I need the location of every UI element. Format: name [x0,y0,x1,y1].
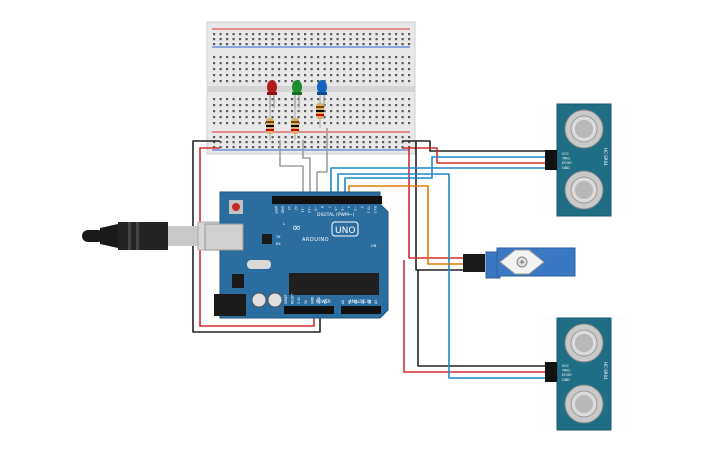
pin-label: A4 [367,300,371,304]
resistor-1[interactable] [266,108,274,140]
pin-label: A1 [348,300,352,304]
sensor-1-model: HC-SR04 [603,148,608,166]
wire-black-sensor2[interactable] [417,270,549,367]
l-label: L [283,222,285,226]
wire-black-down[interactable] [415,141,463,271]
pin-label: 7 [327,206,331,208]
wire-blue-1[interactable] [330,167,549,200]
wire-orange[interactable] [348,185,463,265]
breadboard[interactable] [206,21,416,155]
wire-red-down[interactable] [408,148,463,259]
power-jack [214,294,246,316]
arduino-brand: ARDUINO [302,237,329,243]
arduino-uno[interactable]: ∞ ARDUINO UNO DIGITAL (PWM~) POWER ANALO… [204,191,389,319]
analog-header[interactable] [341,306,381,314]
on-label: ON [371,244,377,248]
pin-label: GND [310,296,314,304]
wire-black-gnd[interactable] [192,140,321,333]
tx-label: TX [275,235,281,239]
arduino-logo: ∞ [292,221,301,234]
pin-label: 13 [287,206,291,210]
digital-label: DIGITAL (PWM~) [317,212,355,218]
pin-label: Vin [324,299,328,304]
led-red[interactable] [267,80,277,108]
pin-label: 4 [347,206,351,208]
pin-label: AREF [274,206,278,214]
pin-label: IOREF [284,294,288,304]
servo-motor[interactable] [463,247,576,279]
resistor-2[interactable] [291,108,299,140]
pin-label: ~9 [314,206,318,211]
pin-label: GND [317,296,321,304]
pin-label: 2 [360,206,364,208]
wire-gray-1[interactable] [279,140,304,200]
sensor-2-model: HC-SR04 [603,362,608,380]
pin-label: A5 [374,300,378,304]
sensor-pin-label: ECHO [562,373,572,377]
wire-black-rail[interactable] [402,140,549,152]
sensor-pin-label: TRIG [561,369,570,373]
led-green[interactable] [292,80,302,108]
sensor-pin-label: VCC [562,364,570,368]
pin-label: A3 [361,300,365,304]
digital-header[interactable] [272,196,382,204]
wire-gray-3[interactable] [316,128,328,200]
pin-label: TX 1 [366,205,370,213]
pin-label: ~3 [353,206,357,211]
atmega-chip [289,273,379,295]
pin-label: A0 [341,300,345,304]
pin-label: RESET [291,294,295,304]
wires [192,128,549,379]
pin-label: ~10 [307,206,311,213]
wire-blue-3[interactable] [344,156,549,200]
power-label: POWER [316,299,331,304]
arduino-model: UNO [335,226,355,236]
pin-label: 3.3V [297,296,301,304]
sensor-pin-label: ECHO [562,161,572,165]
pin-label: ~6 [333,206,337,211]
pin-label: A2 [354,300,358,304]
pin-label: ~11 [300,206,304,213]
wire-gray-2[interactable] [302,140,311,200]
wire-red-rail[interactable] [402,147,549,164]
pin-label: RX 0 [373,206,377,213]
wire-red-sensor2[interactable] [403,260,549,373]
resistor-3[interactable] [316,95,324,128]
sensor-pin-label: GND [562,166,570,170]
sensor-pin-label: GND [562,378,570,382]
analog-label: ANALOG IN [349,299,371,304]
sensor-pin-label: TRIG [561,157,570,161]
pin-label: 8 [320,206,324,208]
power-header[interactable] [284,306,334,314]
pin-label: 12 [294,206,298,210]
pin-label: ~5 [340,206,344,211]
wire-blue-2[interactable] [337,173,549,379]
wire-red-5v[interactable] [199,147,315,327]
usb-port [204,223,244,251]
sensor-pin-label: VCC [562,152,570,156]
pin-label: GND [281,206,285,214]
breadboard-holes [213,33,411,149]
pin-label: 5V [304,299,308,304]
rx-label: RX [276,242,281,246]
